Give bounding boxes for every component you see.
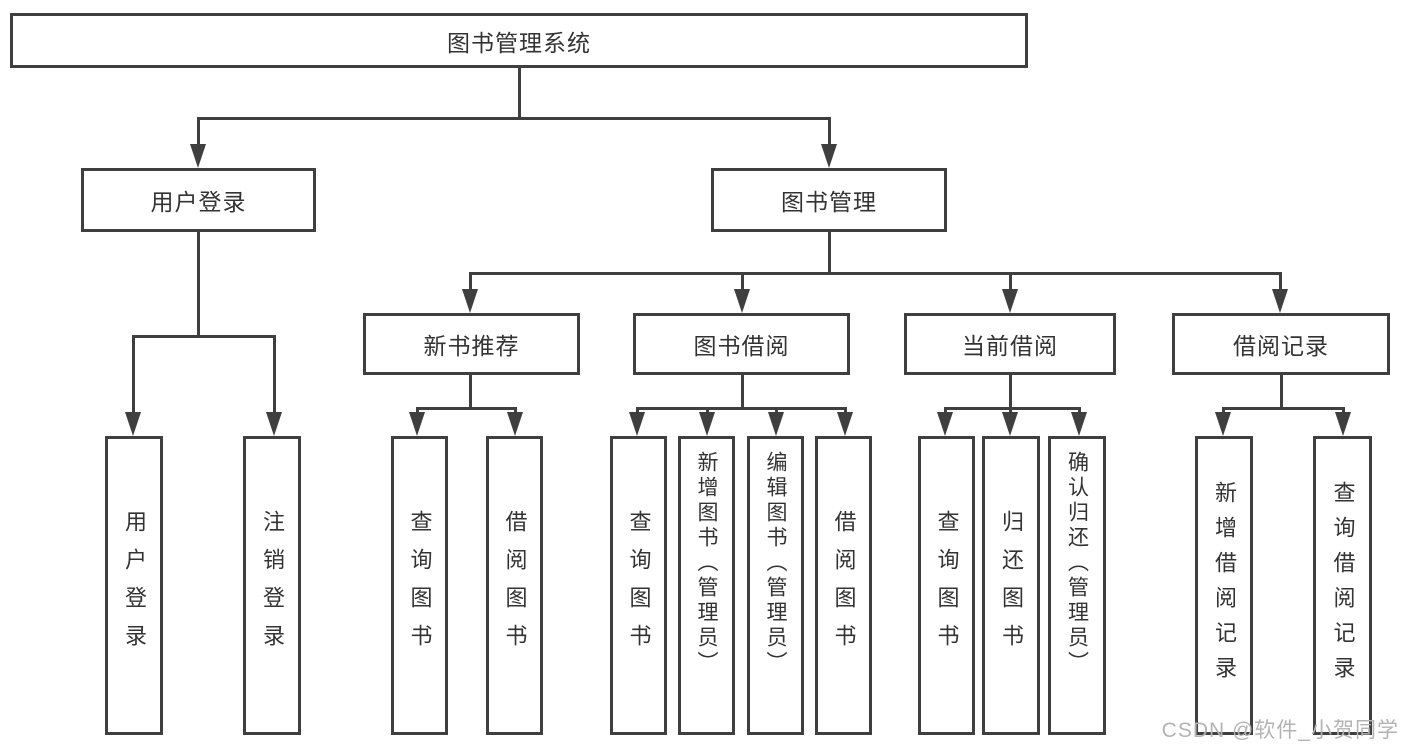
leaf-user-login-label: 用户登录 — [122, 509, 147, 662]
arrow-down-icon — [734, 289, 750, 313]
connector-current-drop-2 — [1009, 407, 1012, 415]
arrow-down-icon — [1071, 412, 1087, 436]
leaf-borrow-books-1-label: 借阅图书 — [502, 509, 528, 662]
leaf-query-books-3-label: 查询图书 — [934, 509, 960, 662]
connector-borrow-stub — [741, 375, 744, 407]
connector-records-branch — [1222, 407, 1345, 410]
connector-records-stub — [1280, 375, 1283, 407]
connector-userlogin-drop-1 — [132, 335, 135, 414]
connector-current-stub — [1009, 375, 1012, 407]
node-borrow-records: 借阅记录 — [1172, 313, 1390, 375]
connector-newbook-drop-2 — [514, 407, 517, 415]
arrow-down-icon — [1002, 412, 1018, 436]
arrow-down-icon — [462, 289, 478, 313]
connector-userlogin-branch — [132, 335, 275, 338]
connector-bookmgmt-drop-1 — [469, 272, 472, 290]
connector-current-drop-1 — [944, 407, 947, 415]
connector-borrow-branch — [636, 407, 847, 410]
arrow-down-icon — [409, 412, 425, 436]
leaf-edit-book-admin: 编辑图书（管理员） — [747, 436, 804, 735]
leaf-query-borrow-record-label: 查询借阅记录 — [1330, 480, 1356, 691]
connector-root-stub — [518, 68, 521, 117]
arrow-down-icon — [821, 144, 837, 168]
leaf-query-books-3: 查询图书 — [918, 436, 975, 735]
connector-userlogin-drop-2 — [273, 335, 276, 414]
connector-root-drop-right — [828, 117, 831, 147]
leaf-borrow-books-1: 借阅图书 — [486, 436, 543, 735]
connector-bookmgmt-drop-4 — [1279, 272, 1282, 290]
arrow-down-icon — [837, 412, 853, 436]
node-current-borrow: 当前借阅 — [904, 313, 1116, 375]
arrow-down-icon — [1002, 289, 1018, 313]
leaf-add-borrow-record: 新增借阅记录 — [1195, 436, 1253, 735]
arrow-down-icon — [1272, 289, 1288, 313]
connector-root-branch — [197, 117, 831, 120]
connector-borrow-drop-3 — [775, 407, 778, 415]
arrow-down-icon — [507, 412, 523, 436]
leaf-edit-book-admin-label: 编辑图书（管理员） — [764, 451, 787, 676]
node-new-book-recommend: 新书推荐 — [363, 313, 580, 375]
connector-newbook-stub — [469, 375, 472, 407]
leaf-logout-label: 注销登录 — [260, 509, 285, 662]
connector-records-drop-2 — [1342, 407, 1345, 415]
leaf-query-borrow-record: 查询借阅记录 — [1313, 436, 1372, 735]
connector-current-drop-3 — [1078, 407, 1081, 415]
leaf-add-book-admin-label: 新增图书（管理员） — [695, 451, 718, 676]
leaf-user-login: 用户登录 — [105, 436, 163, 735]
arrow-down-icon — [699, 412, 715, 436]
connector-userlogin-stub — [197, 232, 200, 335]
connector-borrow-drop-2 — [706, 407, 709, 415]
connector-bookmgmt-drop-3 — [1009, 272, 1012, 290]
connector-bookmgmt-drop-2 — [741, 272, 744, 290]
leaf-query-books-1: 查询图书 — [391, 436, 448, 735]
connector-borrow-drop-1 — [636, 407, 639, 415]
connector-newbook-branch — [416, 407, 517, 410]
arrow-down-icon — [768, 412, 784, 436]
node-user-login-label: 用户登录 — [150, 189, 247, 215]
connector-bookmgmt-stub — [828, 232, 831, 272]
connector-root-drop-left — [197, 117, 200, 147]
arrow-down-icon — [190, 144, 206, 168]
node-borrow-records-label: 借阅记录 — [1233, 333, 1329, 359]
node-book-management-label: 图书管理 — [781, 189, 877, 215]
leaf-logout: 注销登录 — [243, 436, 301, 735]
node-user-login: 用户登录 — [81, 168, 316, 232]
leaf-query-books-2-label: 查询图书 — [626, 509, 652, 662]
arrow-down-icon — [125, 412, 141, 436]
root-box-label: 图书管理系统 — [447, 29, 591, 56]
leaf-return-books-label: 归还图书 — [999, 509, 1024, 662]
connector-bookmgmt-branch — [469, 272, 1282, 275]
connector-newbook-drop-1 — [416, 407, 419, 415]
leaf-query-books-2: 查询图书 — [610, 436, 667, 735]
node-book-borrow: 图书借阅 — [633, 313, 850, 375]
leaf-query-books-1-label: 查询图书 — [407, 509, 433, 662]
arrow-down-icon — [937, 412, 953, 436]
csdn-watermark: CSDN @软件_小贺同学 — [1161, 719, 1399, 742]
arrow-down-icon — [1335, 412, 1351, 436]
arrow-down-icon — [266, 412, 282, 436]
node-book-borrow-label: 图书借阅 — [693, 333, 790, 359]
leaf-confirm-return-admin: 确认归还（管理员） — [1048, 436, 1106, 735]
node-new-book-recommend-label: 新书推荐 — [423, 333, 520, 359]
leaf-add-borrow-record-label: 新增借阅记录 — [1212, 480, 1237, 691]
leaf-borrow-books-2: 借阅图书 — [815, 436, 872, 735]
root-box-library-system: 图书管理系统 — [10, 13, 1028, 68]
leaf-confirm-return-admin-label: 确认归还（管理员） — [1065, 451, 1089, 676]
connector-records-drop-1 — [1222, 407, 1225, 415]
leaf-add-book-admin: 新增图书（管理员） — [678, 436, 735, 735]
leaf-borrow-books-2-label: 借阅图书 — [831, 509, 857, 662]
connector-borrow-drop-4 — [844, 407, 847, 415]
arrow-down-icon — [1215, 412, 1231, 436]
connector-current-branch — [944, 407, 1081, 410]
node-current-borrow-label: 当前借阅 — [962, 333, 1058, 359]
arrow-down-icon — [629, 412, 645, 436]
leaf-return-books: 归还图书 — [982, 436, 1040, 735]
node-book-management: 图书管理 — [711, 168, 947, 232]
